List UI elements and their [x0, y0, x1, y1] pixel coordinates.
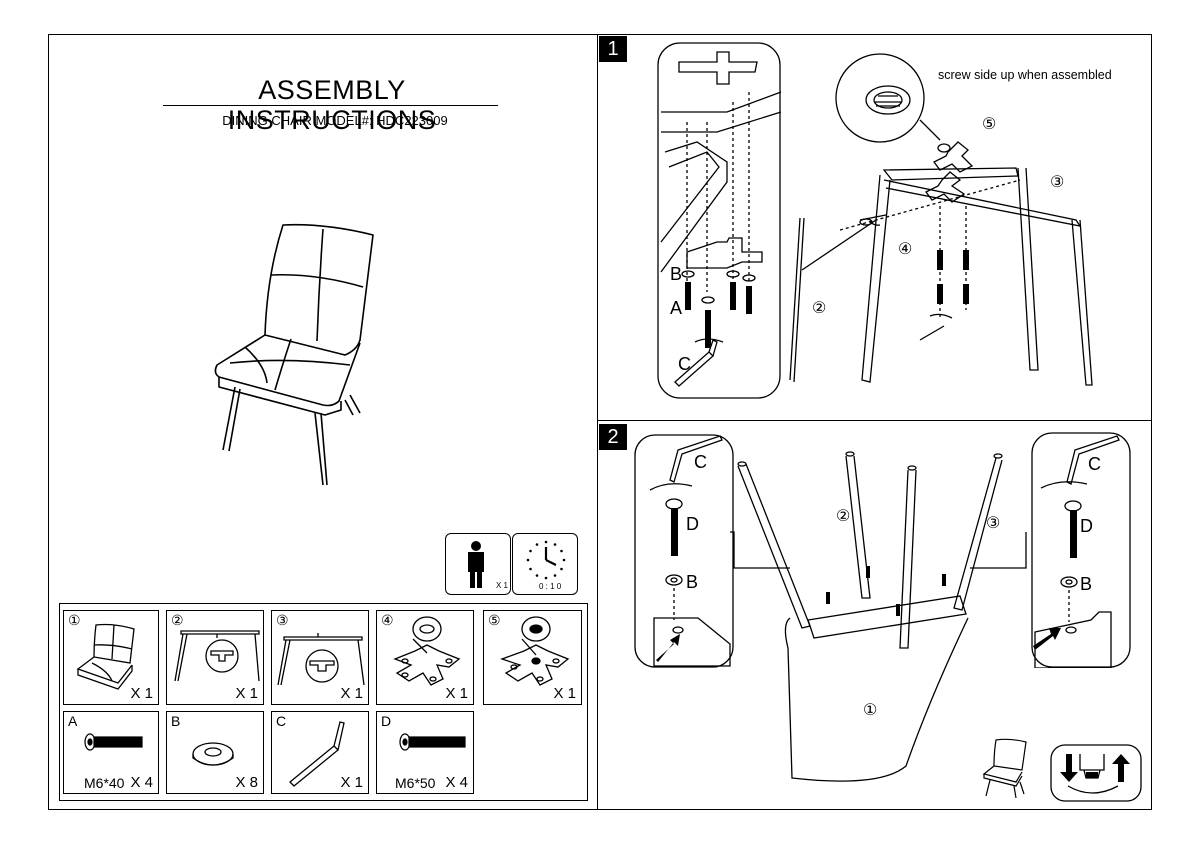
part-qty: X 1 — [235, 685, 258, 702]
people-count-badge: X 1 — [445, 533, 511, 595]
seat-icon — [76, 623, 135, 690]
assembled-chair-illustration — [214, 223, 374, 486]
part-number: ④ — [381, 612, 394, 628]
hardware-letter: C — [276, 713, 287, 729]
hardware-qty: X 4 — [445, 774, 468, 791]
step-1-label-4: ④ — [898, 241, 913, 258]
step-2-left-detail — [634, 434, 734, 668]
hardware-cell-b: B X 8 — [166, 711, 264, 794]
time-badge: 0 : 1 0 — [512, 533, 578, 595]
step-1-label-5: ⑤ — [982, 116, 997, 133]
part-cell-4: ④ X 1 — [376, 610, 474, 705]
step-1-leg-frame-illustration — [789, 53, 1093, 386]
step-1-label-3: ③ — [1050, 174, 1065, 191]
step-1-number: 1 — [599, 36, 627, 62]
person-icon — [468, 541, 484, 588]
long-bolt-icon — [399, 733, 466, 751]
step-2-label-b-left: B — [686, 572, 699, 592]
hardware-cell-c: C X 1 — [271, 711, 369, 794]
people-count: X 1 — [496, 581, 509, 590]
cross-bracket-nut-icon — [500, 616, 570, 686]
hardware-cell-d: D M6*50 X 4 — [376, 711, 474, 794]
clock-icon — [526, 540, 566, 580]
vertical-divider — [597, 34, 598, 810]
hardware-letter: D — [381, 713, 392, 729]
part-number: ② — [171, 612, 184, 628]
hardware-size: M6*40 — [84, 775, 125, 791]
step-1-note: screw side up when assembled — [938, 68, 1112, 82]
part-number: ③ — [276, 612, 289, 628]
step-2-label-d-right: D — [1080, 516, 1093, 536]
hardware-letter: A — [68, 713, 78, 729]
page-title: ASSEMBLY INSTRUCTIONS — [227, 75, 437, 135]
cross-bracket-icon — [393, 616, 461, 686]
hardware-qty: X 1 — [340, 774, 363, 791]
leveling-foot-detail — [1050, 744, 1142, 802]
part-qty: X 1 — [130, 685, 153, 702]
hardware-size: M6*50 — [395, 775, 436, 791]
part-qty: X 1 — [340, 685, 363, 702]
step-1-label-c: C — [678, 354, 691, 374]
step-2-label-3: ③ — [986, 515, 1001, 532]
washer-icon — [192, 742, 234, 766]
step-2-label-1: ① — [863, 702, 878, 719]
part-number: ⑤ — [488, 612, 501, 628]
part-cell-3: ③ X 1 — [271, 610, 369, 705]
part-qty: X 1 — [445, 685, 468, 702]
step-1-label-2: ② — [812, 300, 827, 317]
step-2-number: 2 — [599, 424, 627, 450]
front-leg-frame-icon — [174, 630, 260, 682]
allen-key-icon — [289, 721, 345, 787]
step-1-label-a: A — [670, 298, 683, 318]
bolt-icon — [84, 733, 143, 751]
hardware-letter: B — [171, 713, 181, 729]
title-underline — [163, 105, 498, 106]
part-number: ① — [68, 612, 81, 628]
hardware-cell-a: A M6*40 X 4 — [63, 711, 159, 794]
step-divider — [597, 420, 1152, 421]
part-cell-1: ① X 1 — [63, 610, 159, 705]
instruction-sheet — [48, 34, 1152, 810]
step-1-bracket-detail — [657, 42, 782, 399]
step-2-label-c-left: C — [694, 452, 707, 472]
time-duration: 0 : 1 0 — [539, 582, 562, 591]
part-cell-5: ⑤ X 1 — [483, 610, 582, 705]
part-cell-2: ② X 1 — [166, 610, 264, 705]
step-2-right-detail — [1031, 432, 1131, 668]
step-2-label-2: ② — [836, 508, 851, 525]
step-2-label-c-right: C — [1088, 454, 1101, 474]
model-subtitle: DINING CHAIR MODEL#: HDC223009 — [222, 113, 448, 128]
part-qty: X 1 — [553, 685, 576, 702]
parts-list — [59, 603, 588, 801]
rear-leg-frame-icon — [277, 633, 365, 686]
step-2-label-d-left: D — [686, 514, 699, 534]
step-2-label-b-right: B — [1080, 574, 1093, 594]
step-2-upside-down-chair — [730, 451, 1027, 782]
chair-mini-icon — [982, 738, 1027, 798]
hardware-qty: X 8 — [235, 774, 258, 791]
hardware-qty: X 4 — [130, 774, 153, 791]
step-1-label-b: B — [670, 264, 683, 284]
